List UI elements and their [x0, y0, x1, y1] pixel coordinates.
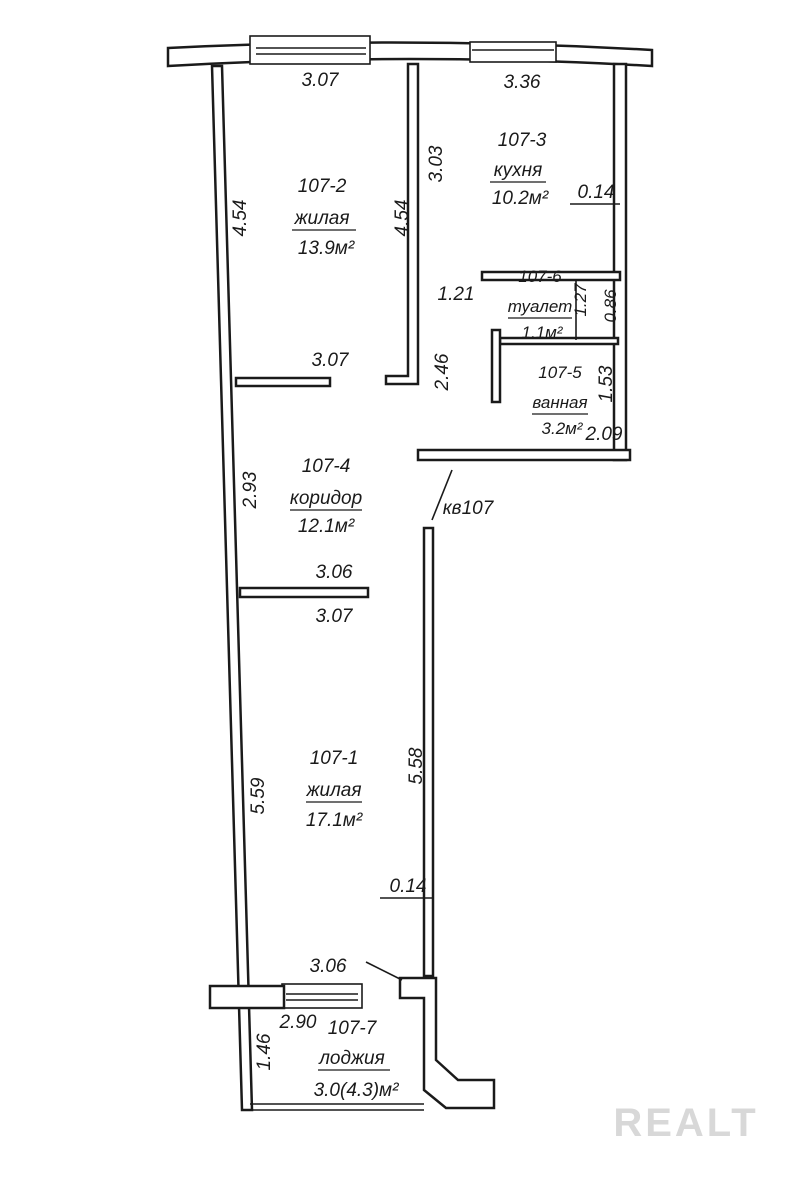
dim-room1-top: 3.07: [316, 606, 354, 627]
window-room2: [249, 35, 371, 65]
room-area: 12.1м²: [298, 516, 355, 537]
dim-room1-right: 5.58: [406, 747, 427, 784]
apartment-leader: [431, 469, 453, 521]
dim-kitchen-top: 3.36: [504, 72, 541, 93]
room1-right-wall: [422, 526, 435, 978]
room-id: 107-7: [328, 1018, 378, 1039]
dim-bath-height: 1.53: [596, 365, 617, 402]
dim-wc-width: 1.21: [438, 284, 475, 305]
room2-corridor-wall: [234, 376, 332, 388]
dim-room2-right: 4.54: [392, 200, 413, 237]
loggia-right-wall: [398, 976, 496, 1110]
dim-wc-depth-a: 1.27: [571, 283, 590, 317]
dim-kitchen-left: 3.03: [426, 145, 447, 182]
room2-kitchen-wall: [384, 62, 420, 386]
room-type: жилая: [305, 780, 361, 801]
room-area: 10.2м²: [492, 188, 549, 209]
room-area: 1.1м²: [522, 323, 564, 342]
loggia-left-stub: [208, 984, 286, 1010]
apartment-label: кв107: [443, 498, 495, 519]
watermark-logo: REALT: [613, 1101, 758, 1145]
room-type: лоджия: [318, 1048, 385, 1069]
room-id: 107-1: [310, 748, 359, 769]
room-label-107-7: 107-7 лоджия 3.0(4.3)м²: [314, 1018, 400, 1101]
dim-loggia-depth: 1.46: [254, 1033, 275, 1070]
kitchen-wc-wall: [480, 270, 622, 282]
dim-corridor-bottom: 3.06: [316, 562, 353, 583]
room-label-107-6: 107-6 туалет 1.1м²: [508, 267, 573, 342]
dim-corridor-gap: 2.46: [432, 353, 453, 391]
room-area: 3.2м²: [542, 419, 584, 438]
room-id: 107-5: [538, 363, 582, 382]
window-kitchen: [469, 41, 557, 63]
dim-room1-bottom: 3.06: [310, 956, 347, 977]
dim-wc-depth-b: 0.86: [601, 289, 620, 323]
loggia-door-leader: [365, 961, 403, 981]
room-id: 107-4: [302, 456, 351, 477]
dim-kitchen-wall: 0.14: [578, 182, 615, 203]
dimensions: 3.07 3.36 0.14 1.21 3.07 2.09 3.06 3.07 …: [230, 70, 623, 1070]
room-type: ванная: [532, 393, 587, 412]
dim-room2-top: 3.07: [302, 70, 340, 91]
room-label-107-5: 107-5 ванная 3.2м²: [532, 363, 588, 438]
dim-room1-wall: 0.14: [390, 876, 427, 897]
room-id: 107-3: [498, 130, 547, 151]
windows: [249, 35, 557, 1111]
interior-walls: [208, 62, 622, 1110]
dim-corridor-left: 2.93: [240, 471, 261, 509]
dim-loggia-width: 2.90: [279, 1012, 317, 1033]
room-area: 17.1м²: [306, 810, 363, 831]
dim-bath-width: 2.09: [585, 424, 623, 445]
dim-room2-bottom: 3.07: [312, 350, 350, 371]
top-facade-wall: [166, 41, 654, 68]
room-label-107-2: 107-2 жилая 13.9м²: [292, 176, 356, 259]
room-area: 3.0(4.3)м²: [314, 1080, 400, 1101]
room-area: 13.9м²: [298, 238, 355, 259]
room-type: жилая: [293, 208, 349, 229]
room-type: туалет: [508, 297, 573, 316]
room-label-107-4: 107-4 коридор 12.1м²: [290, 456, 362, 537]
corridor-room1-wall: [238, 586, 370, 599]
room-label-107-3: 107-3 кухня 10.2м²: [490, 130, 549, 209]
room-id: 107-2: [298, 176, 347, 197]
room-type: коридор: [290, 488, 362, 509]
room-id: 107-6: [518, 267, 562, 286]
bath-left-wall: [490, 328, 502, 404]
dim-room2-left: 4.54: [230, 200, 251, 237]
bathroom-bottom-wall: [416, 448, 632, 462]
dim-room1-left: 5.59: [248, 777, 269, 814]
room-label-107-1: 107-1 жилая 17.1м²: [305, 748, 362, 831]
room-type: кухня: [494, 160, 543, 181]
window-loggia: [281, 983, 363, 1009]
